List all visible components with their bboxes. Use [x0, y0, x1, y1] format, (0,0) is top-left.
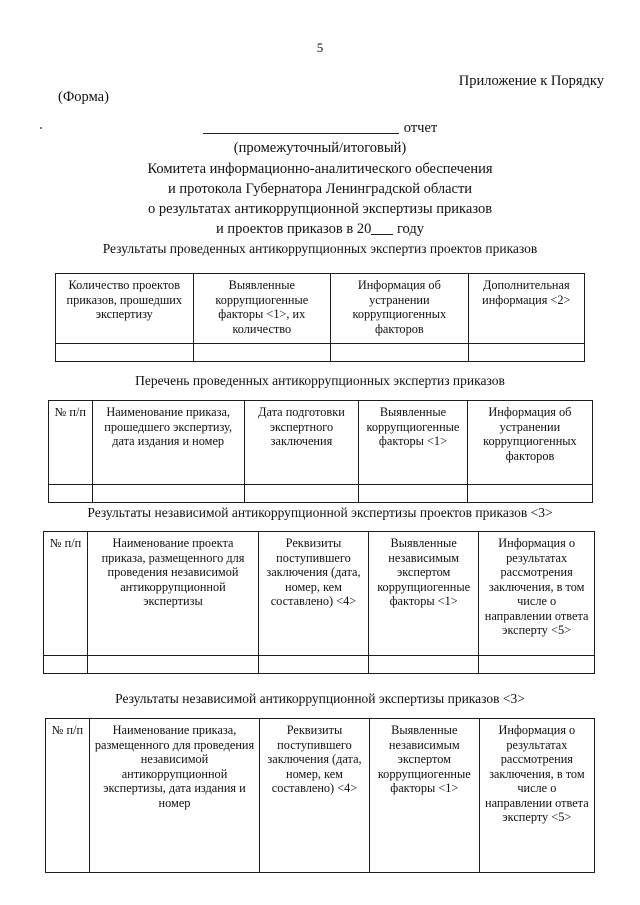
table-cell[interactable]	[478, 655, 595, 674]
table-header-row: № п/п Наименование проекта приказа, разм…	[42, 531, 595, 656]
table-cell[interactable]	[330, 343, 469, 362]
section-heading-2: Перечень проведенных антикоррупционных э…	[135, 373, 505, 388]
table-cell[interactable]	[55, 343, 194, 362]
report-title-line-2: и протокола Губернатора Ленинградской об…	[167, 181, 473, 197]
table-cell[interactable]	[243, 484, 360, 503]
table-row[interactable]	[42, 655, 595, 674]
column-header: Дополнительная информация <2>	[467, 273, 586, 344]
column-header: Информация об устранении коррупциогенных…	[330, 273, 469, 344]
table-cell[interactable]	[466, 484, 594, 503]
column-header: Выявленные коррупциогенные факторы <1>, …	[192, 273, 332, 344]
column-header: Наименование приказа, размещенного для п…	[88, 718, 261, 873]
column-header: Информация о результатах рассмотрения за…	[478, 531, 595, 656]
table-cell[interactable]	[467, 343, 586, 362]
table-exam-list: № п/п Наименование приказа, прошедшего э…	[48, 400, 594, 503]
table-row[interactable]	[48, 484, 594, 503]
table-cell[interactable]	[91, 484, 245, 503]
table-header-row: Количество проектов приказов, прошедших …	[55, 273, 586, 344]
column-header: Выявленные независимым экспертом коррупц…	[368, 718, 480, 873]
section-heading-3: Результаты независимой антикоррупционной…	[87, 505, 553, 520]
table-independent-exam-drafts: № п/п Наименование проекта приказа, разм…	[42, 531, 595, 674]
report-title-line-4: и проектов приказов в 20 году	[0, 219, 640, 239]
column-header: Количество проектов приказов, прошедших …	[55, 273, 194, 344]
report-subtype-note: (промежуточный/итоговый)	[233, 140, 407, 156]
column-header: № п/п	[48, 400, 93, 485]
column-header: Реквизиты поступившего заключения (дата,…	[259, 718, 370, 873]
table-cell[interactable]	[358, 484, 468, 503]
table-cell[interactable]	[48, 484, 93, 503]
table-header-row: № п/п Наименование приказа, прошедшего э…	[48, 400, 594, 485]
table-cell[interactable]	[257, 655, 370, 674]
report-year-suffix: году	[396, 221, 425, 237]
section-heading-4: Результаты независимой антикоррупционной…	[115, 691, 525, 706]
column-header: Выявленные независимым экспертом коррупц…	[368, 531, 480, 656]
stray-mark	[40, 127, 42, 129]
table-header-row: № п/п Наименование приказа, размещенного…	[45, 718, 596, 873]
column-header: Реквизиты поступившего заключения (дата,…	[257, 531, 370, 656]
report-title-line-3: о результатах антикоррупционной эксперти…	[147, 201, 493, 217]
form-label: (Форма)	[58, 89, 109, 105]
table-independent-exam-orders: № п/п Наименование приказа, размещенного…	[45, 718, 596, 873]
column-header: № п/п	[45, 718, 90, 873]
table-cell[interactable]	[368, 655, 480, 674]
column-header: Информация о результатах рассмотрения за…	[478, 718, 596, 873]
table-cell[interactable]	[42, 655, 89, 674]
column-header: Информация об устранении коррупциогенных…	[466, 400, 594, 485]
column-header: № п/п	[42, 531, 89, 656]
report-word: отчет	[403, 120, 438, 136]
report-authority-lines: Комитета информационно-аналитического об…	[0, 159, 640, 239]
fill-in-rule	[202, 120, 399, 134]
report-year-prefix: и проектов приказов в 20	[215, 221, 372, 237]
column-header: Наименование проекта приказа, размещенно…	[87, 531, 259, 656]
report-blank-line: отчет	[0, 118, 640, 139]
table-exam-results-summary: Количество проектов приказов, прошедших …	[55, 273, 586, 362]
report-title-block: отчет (промежуточный/итоговый) Комитета …	[0, 118, 640, 239]
appendix-reference: Приложение к Порядку	[458, 73, 604, 89]
table-cell[interactable]	[192, 343, 332, 362]
table-row[interactable]	[55, 343, 586, 362]
page-number: 5	[316, 40, 324, 55]
report-title-line-1: Комитета информационно-аналитического об…	[147, 161, 493, 177]
column-header: Наименование приказа, прошедшего эксперт…	[91, 400, 245, 485]
section-heading-1: Результаты проведенных антикоррупционных…	[102, 241, 538, 256]
column-header: Выявленные коррупциогенные факторы <1>	[358, 400, 468, 485]
table-cell[interactable]	[87, 655, 259, 674]
year-fill-rule	[371, 222, 394, 235]
column-header: Дата подготовки экспертного заключения	[243, 400, 360, 485]
